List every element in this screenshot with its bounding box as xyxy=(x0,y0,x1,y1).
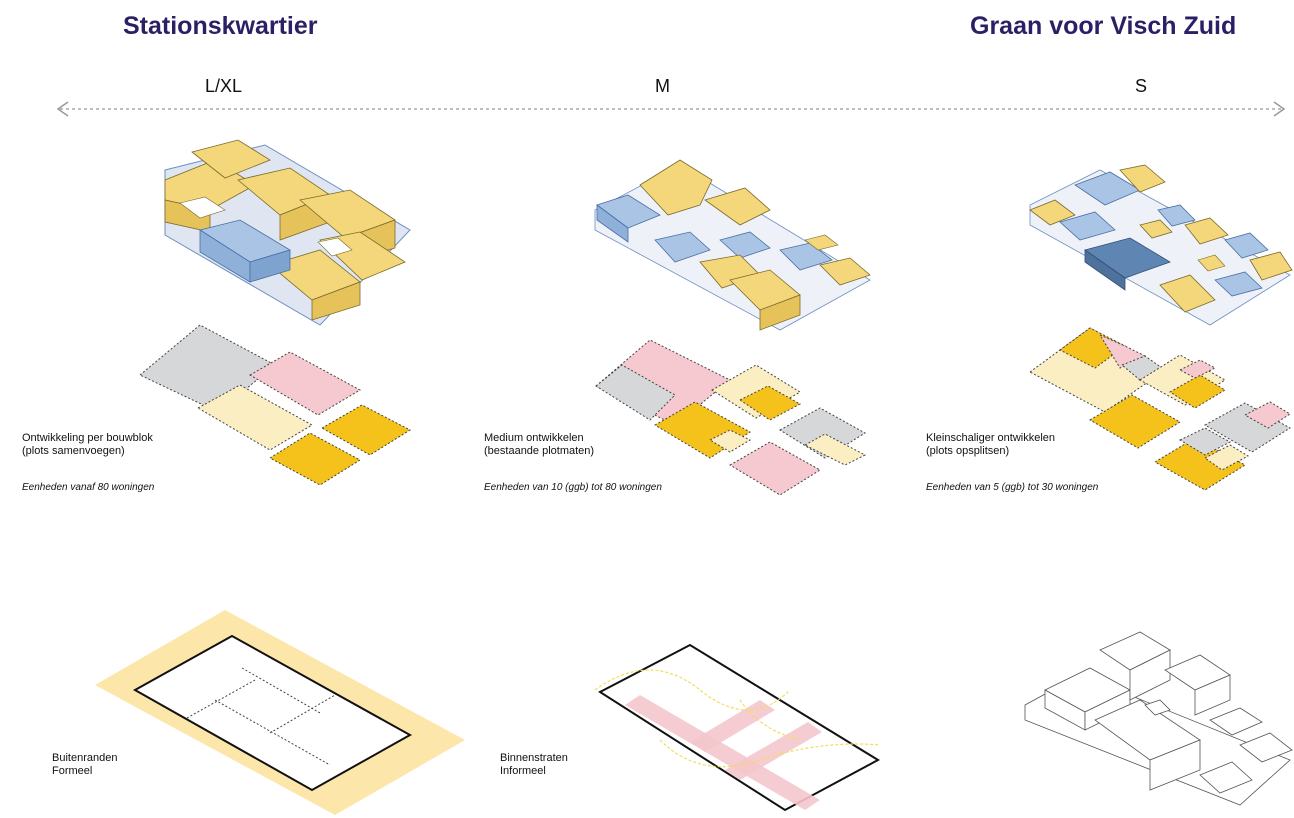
massing-s xyxy=(1029,164,1293,326)
caption-m: Medium ontwikkelen (bestaande plotmaten) xyxy=(484,432,594,458)
inner-streets-diagram xyxy=(594,643,881,812)
caption-s-line2: (plots opsplitsen) xyxy=(926,445,1010,457)
caption-edges: Buitenranden Formeel xyxy=(52,752,117,778)
caption-lxl-line2: (plots samenvoegen) xyxy=(22,445,125,457)
plots-m xyxy=(595,339,867,496)
wireframe-massing xyxy=(1024,631,1293,806)
scale-arrow xyxy=(56,101,1286,117)
caption-edges-line1: Buitenranden xyxy=(52,752,118,764)
caption-inner-streets-line1: Binnenstraten xyxy=(500,752,568,764)
caption-m-line2: (bestaande plotmaten) xyxy=(484,445,595,457)
units-s: Eenheden van 5 (ggb) tot 30 woningen xyxy=(926,482,1099,493)
caption-lxl-line1: Ontwikkeling per bouwblok xyxy=(22,432,153,444)
caption-inner-streets-line2: Informeel xyxy=(500,765,546,777)
units-m: Eenheden van 10 (ggb) tot 80 woningen xyxy=(484,482,662,493)
edges-formal-diagram xyxy=(95,610,465,815)
heading-stationskwartier: Stationskwartier xyxy=(123,12,318,40)
massing-m xyxy=(594,159,871,331)
heading-graan-voor-visch-zuid: Graan voor Visch Zuid xyxy=(970,12,1237,40)
caption-edges-line2: Formeel xyxy=(52,765,93,777)
units-lxl: Eenheden vanaf 80 woningen xyxy=(22,482,155,493)
caption-s-line1: Kleinschaliger ontwikkelen xyxy=(926,432,1056,444)
plots-lxl xyxy=(139,324,412,486)
scale-label-m: M xyxy=(655,76,670,96)
scale-label-s: S xyxy=(1135,76,1148,96)
scale-label-lxl: L/XL xyxy=(205,76,243,96)
caption-lxl: Ontwikkeling per bouwblok (plots samenvo… xyxy=(22,432,153,458)
caption-s: Kleinschaliger ontwikkelen (plots opspli… xyxy=(926,432,1055,458)
massing-lxl xyxy=(164,139,411,326)
caption-inner-streets: Binnenstraten Informeel xyxy=(500,752,568,778)
caption-m-line1: Medium ontwikkelen xyxy=(484,432,584,444)
plots-s xyxy=(1029,327,1291,491)
